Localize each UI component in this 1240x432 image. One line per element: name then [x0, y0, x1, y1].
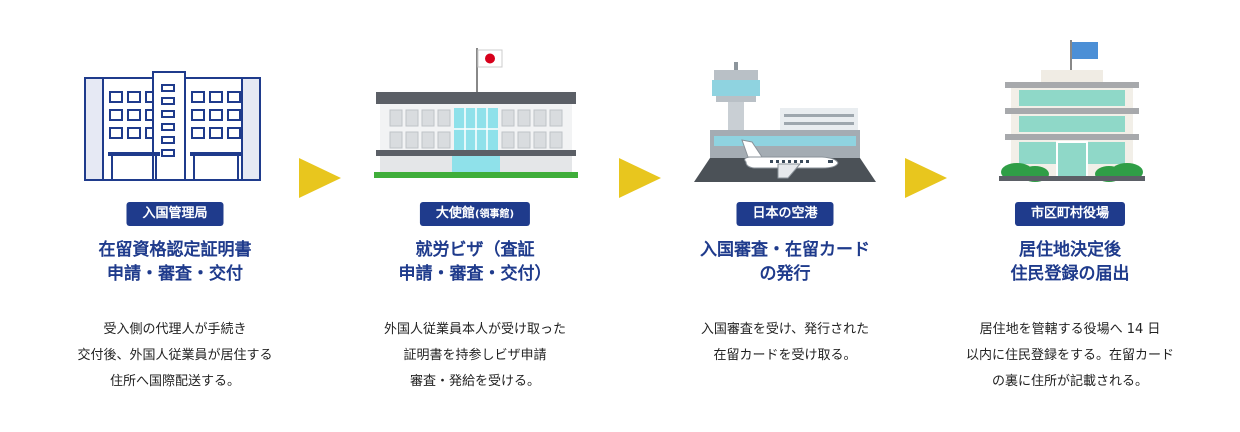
step-location-badge: 大使館(領事館)	[419, 202, 531, 226]
city-hall-icon	[999, 40, 1145, 182]
embassy-building-icon	[374, 48, 578, 178]
step-immigration-bureau: 入国管理局 在留資格認定証明書 申請・審査・交付 受入側の代理人が手続き 交付後…	[40, 30, 310, 410]
step-airport: 日本の空港 入国審査・在留カード の発行 入国審査を受け、発行された 在留カード…	[650, 30, 920, 410]
step-description: 外国人従業員本人が受け取った 証明書を持参しビザ申請 審査・発給を受ける。	[383, 322, 566, 389]
step-title: 居住地決定後 住民登録の届出	[1010, 240, 1130, 284]
step-location-badge: 日本の空港	[736, 202, 834, 226]
step-title: 在留資格認定証明書 申請・審査・交付	[98, 240, 252, 284]
flow-arrow-icon	[619, 158, 661, 198]
step-city-hall: 市区町村役場 居住地決定後 住民登録の届出 居住地を管轄する役場へ 14 日 以…	[935, 30, 1205, 410]
airport-icon	[694, 62, 876, 182]
step-title: 就労ビザ（査証 申請・審査・交付）	[398, 240, 552, 284]
step-description: 受入側の代理人が手続き 交付後、外国人従業員が居住する 住所へ国際配送する。	[77, 322, 273, 389]
step-location-badge: 入国管理局	[126, 202, 224, 226]
step-location-badge: 市区町村役場	[1014, 202, 1126, 226]
step-embassy: 大使館(領事館) 就労ビザ（査証 申請・審査・交付） 外国人従業員本人が受け取っ…	[340, 30, 610, 410]
flow-arrow-icon	[905, 158, 947, 198]
step-title: 入国審査・在留カード の発行	[700, 240, 870, 284]
step-description: 入国審査を受け、発行された 在留カードを受け取る。	[700, 322, 870, 363]
step-description: 居住地を管轄する役場へ 14 日 以内に住民登録をする。在留カード の裏に住所が…	[965, 322, 1174, 389]
immigration-building-icon	[84, 71, 261, 181]
flow-arrow-icon	[299, 158, 341, 198]
